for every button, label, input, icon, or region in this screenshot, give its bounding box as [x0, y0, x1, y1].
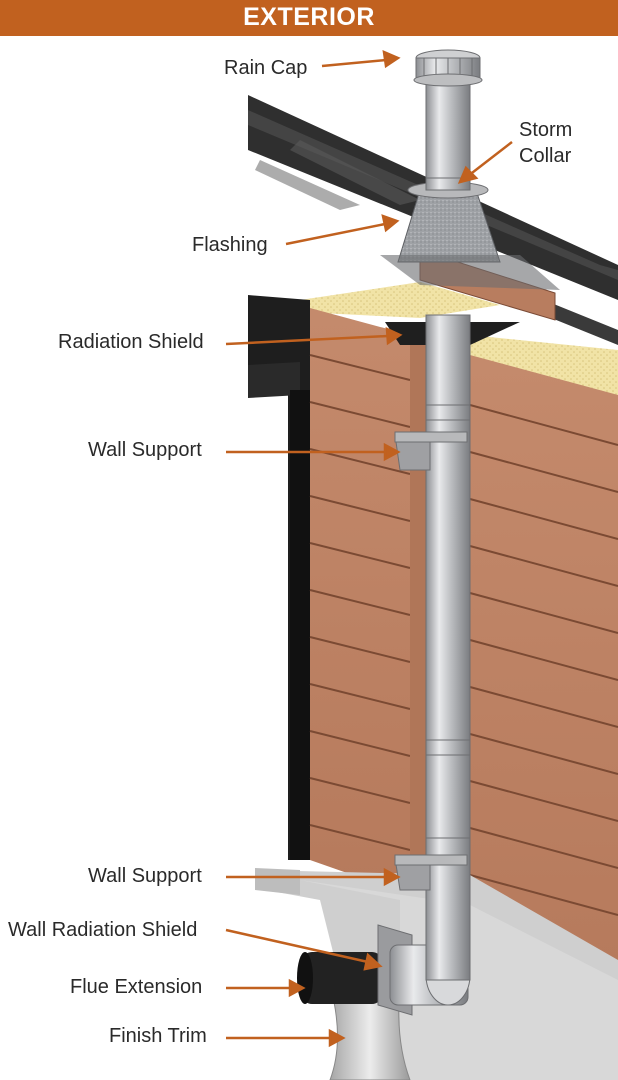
- siding-left: [309, 308, 411, 895]
- siding-right: [469, 355, 618, 975]
- label-storm-collar-line2: Collar: [519, 145, 572, 167]
- arrow-icon: [285, 222, 386, 246]
- header-bar: EXTERIOR: [0, 0, 618, 36]
- wall-sheathing: [248, 295, 310, 860]
- callout-arrows: [225, 49, 513, 1048]
- label-finish-trim: Finish Trim: [109, 1025, 207, 1047]
- label-radiation-shield: Radiation Shield: [58, 331, 204, 353]
- insulation: [300, 282, 618, 395]
- label-wall-support-upper: Wall Support: [88, 439, 202, 461]
- label-wall-radiation-shield: Wall Radiation Shield: [8, 919, 198, 941]
- arrow-icon: [225, 334, 389, 346]
- page-title: EXTERIOR: [243, 3, 375, 31]
- wall-support-lower: [394, 854, 468, 891]
- wall-support-upper: [394, 431, 468, 471]
- label-rain-cap: Rain Cap: [224, 57, 308, 79]
- label-flue-extension: Flue Extension: [70, 976, 203, 998]
- label-wall-support-lower: Wall Support: [88, 865, 202, 887]
- flue-extension: [297, 952, 382, 1004]
- arrow-icon: [321, 58, 387, 68]
- rain-cap: [413, 49, 483, 87]
- arrow-icon: [467, 141, 513, 177]
- arrow-icon: [225, 928, 369, 964]
- chimney-diagram: [225, 49, 618, 1080]
- chimney-pipe: [425, 314, 471, 981]
- storm-collar: [407, 177, 489, 199]
- label-storm-collar-line1: Storm: [519, 119, 573, 141]
- label-flashing: Flashing: [192, 234, 268, 256]
